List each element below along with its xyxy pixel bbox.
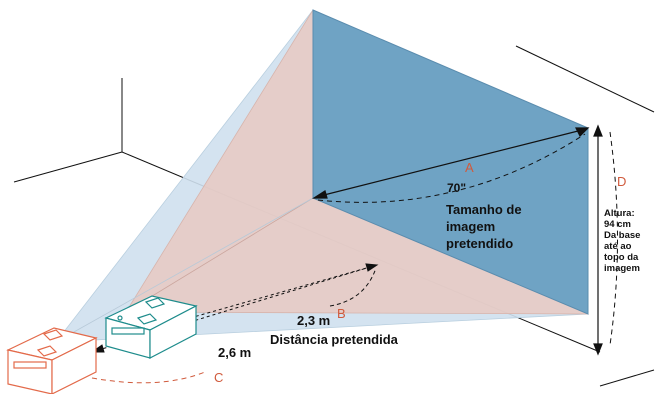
- projection-screen: [312, 9, 589, 315]
- near-projector: [104, 295, 198, 359]
- far-distance-label: 2,6 m: [218, 345, 251, 360]
- arc-b: [329, 267, 377, 307]
- near-distance-label: 2,3 m: [297, 313, 330, 328]
- height-line-5: topo da: [604, 252, 639, 263]
- height-line-6: imagem: [604, 263, 640, 274]
- screen-size-line-2: imagem: [446, 219, 495, 234]
- diagonal-arrow-a: [311, 127, 590, 199]
- height-arrow-d: [593, 124, 603, 356]
- height-caption: Altura: 94 cm Da base até ao topo da ima…: [604, 208, 643, 274]
- height-line-4: até ao: [604, 241, 632, 252]
- arc-c: [91, 371, 206, 384]
- diagonal-size-label: 70": [447, 181, 466, 195]
- far-projector: [6, 327, 98, 394]
- near-distance-arrow: [189, 263, 379, 319]
- screen-size-caption: Tamanho de imagem pretendido: [446, 202, 525, 251]
- letter-c: C: [214, 370, 223, 385]
- height-line-1: Altura:: [604, 208, 635, 219]
- height-line-2: 94 cm: [604, 219, 631, 230]
- height-line-3: Da base: [604, 230, 640, 241]
- screen-size-line-3: pretendido: [446, 236, 513, 251]
- letter-a: A: [465, 160, 474, 175]
- screen-size-line-1: Tamanho de: [446, 202, 522, 217]
- letter-d: D: [617, 174, 626, 189]
- distance-caption: Distância pretendida: [270, 332, 399, 347]
- letter-b: B: [337, 306, 346, 321]
- arc-a: [317, 133, 586, 203]
